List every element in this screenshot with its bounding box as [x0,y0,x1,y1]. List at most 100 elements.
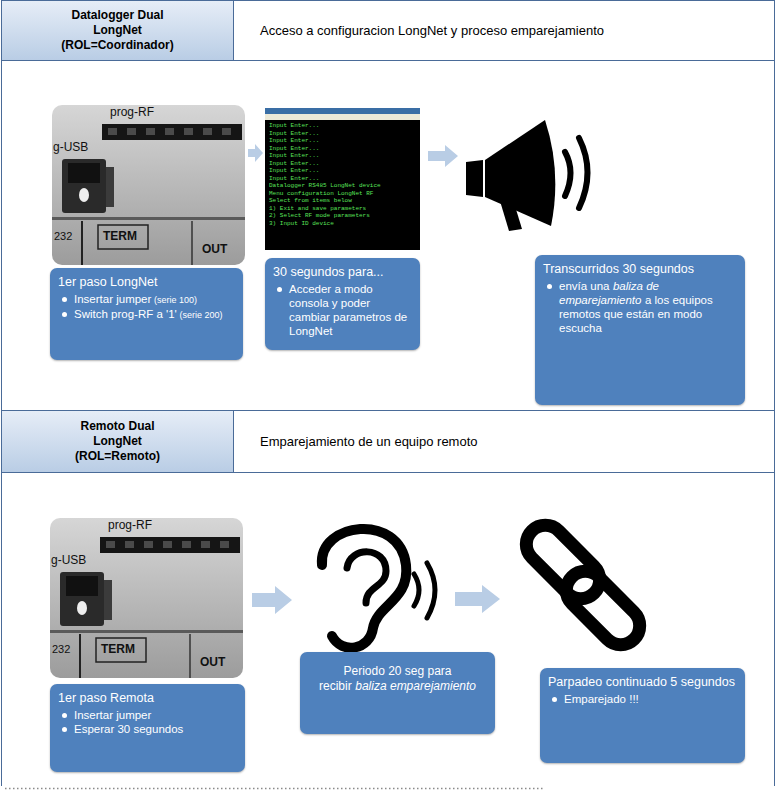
terminal-text: 1) Exit and save parameters [269,205,366,212]
sound-wave [414,574,419,606]
box-heading: 30 segundos para... [273,265,384,279]
connector-label: 232 [54,230,72,243]
text-line: Transcurridos 30 segundos [543,261,737,277]
table-line [1,60,775,61]
description-cell: Emparejamiento de un equipo remoto [234,411,774,472]
megaphone-icon [466,120,588,231]
terminal-text: 2) Select RF mode parameters [269,212,370,219]
connector-label: 232 [52,643,70,656]
table-line [233,410,234,472]
text-line: Datalogger Dual LongNet (ROL=Coordinador… [58,8,178,53]
step-box: 1er paso RemotaInsertar jumperEsperar 30… [50,684,245,772]
terminal-text: Menu configuration LongNet RF [269,190,373,197]
text-line: Insertar jumper [58,708,237,722]
chain-icon [518,517,647,652]
board-photo [50,518,243,678]
text-line: Acceso a configuracion LongNet y proceso… [260,23,604,39]
terminal-text: Input Enter... [269,130,319,137]
text-line: 30 segundos para... [273,264,412,280]
terminal-menubar [265,114,420,120]
ear-outer [322,529,406,648]
box-text: envía una [559,280,610,292]
bullet-dot [547,284,552,289]
block-arrow [428,145,458,167]
step-box: Transcurridos 30 segundos envía unabaliza… [535,255,745,405]
megaphone-handle [500,201,522,231]
node-content: 1er paso LongNetInsertar jumper(serie 10… [58,274,235,322]
block-arrow [252,586,292,614]
box-text: (serie 200) [180,310,223,320]
board-photo [52,105,245,265]
text-line: Periodo 20 seg para recibirbaliza empare… [310,664,485,694]
box-text: (serie 100) [154,295,197,305]
table-line [1,472,775,473]
step-box: 30 segundos para... Acceder a modo consol… [265,258,420,350]
node-content: Remoto Dual LongNet (ROL=Remoto) [58,419,178,464]
text-line: envía unabaliza de emparejamientoa los e… [543,279,737,335]
node-content: Parpadeo continuado 5 segundosEmparejado… [548,674,737,706]
text-line: 1er paso LongNet [58,274,235,290]
sound-wave [579,138,588,208]
connector-label: prog-RF [108,519,152,533]
bullet-dot [62,312,67,317]
bullet-dot [552,697,557,702]
box-text: baliza emparejamiento [355,679,476,693]
box-text: Emparejado !!! [564,693,639,705]
terminal-text: Select from items below [269,197,352,204]
bullet-dot [62,297,67,302]
block-arrow [248,144,263,162]
box-text: Insertar jumper [74,293,151,305]
box-text: Datalogger Dual LongNet (ROL=Coordinador… [61,8,173,52]
terminal-text: Input Enter... [269,160,319,167]
text-line: Emparejamiento de un equipo remoto [260,434,478,450]
connector-label: g-USB [53,141,88,155]
description-cell: Acceso a configuracion LongNet y proceso… [234,1,774,60]
connector-label: OUT [202,243,227,257]
connector-label: prog-RF [110,106,154,120]
box-heading: 1er paso LongNet [58,275,157,289]
chain-link [558,563,647,652]
node-content: Emparejamiento de un equipo remoto [260,434,478,450]
connector-label: OUT [200,656,225,670]
text-line: Emparejado !!! [548,692,737,706]
text-line: Parpadeo continuado 5 segundos [548,674,737,690]
table-line [774,0,775,786]
terminal-text: 3) Input ID device [269,220,334,227]
flow-arrows [248,144,500,614]
header-cell: Remoto Dual LongNet (ROL=Remoto) [2,411,233,472]
terminal-text: Input Enter... [269,137,319,144]
connector-label: TERM [103,230,137,244]
megaphone-body [485,120,555,226]
ear-icon [322,529,435,648]
box-text: Emparejamiento de un equipo remoto [260,434,478,449]
step-box: Periodo 20 seg para recibirbaliza empare… [300,652,495,734]
megaphone-back [466,160,483,197]
connector-label: TERM [101,643,135,657]
terminal-text: Input Enter... [269,122,319,129]
box-text: Acceso a configuracion LongNet y proceso… [260,23,604,38]
box-text: Acceder a modo consola y poder cambiar p… [289,283,407,337]
block-arrow [455,585,500,613]
table-line [1,0,2,786]
terminal-text: Input Enter... [269,167,319,174]
node-content: Datalogger Dual LongNet (ROL=Coordinador… [58,8,178,53]
bullet-dot [62,713,67,718]
sound-wave [565,152,571,196]
node-content: Acceso a configuracion LongNet y proceso… [260,23,604,39]
text-line: Remoto Dual LongNet (ROL=Remoto) [58,419,178,464]
node-content: Transcurridos 30 segundos envía unabaliza… [543,261,737,335]
step-box: 1er paso LongNetInsertar jumper(serie 10… [50,268,243,360]
text-line: Switch prog-RF a '1'(serie 200) [58,307,235,322]
dotted-line [5,788,545,790]
box-heading: Transcurridos 30 segundos [543,262,694,276]
ear-inner [347,552,386,603]
step-box: Parpadeo continuado 5 segundosEmparejado… [540,668,745,763]
sound-wave [427,563,435,618]
box-text: Insertar jumper [74,709,151,721]
box-heading: 1er paso Remota [58,691,154,705]
terminal-text: Input Enter... [269,175,319,182]
box-text: Switch prog-RF a '1' [74,308,177,320]
text-line: Esperar 30 segundos [58,722,237,736]
node-content: Periodo 20 seg para recibirbaliza empare… [310,664,485,694]
